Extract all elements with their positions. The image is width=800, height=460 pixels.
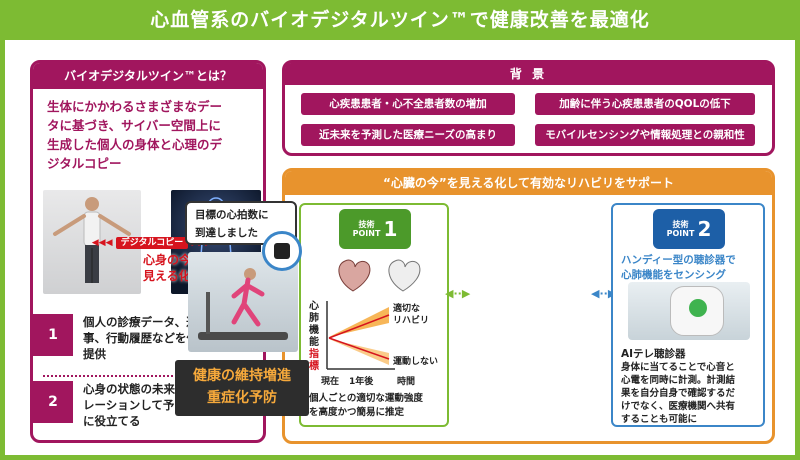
background-item: 加齢に伴う心疾患患者のQOLの低下 [535,93,755,115]
bio-digital-twin-panel: バイオデジタルツイン™とは？ 生体にかかわるさまざまなデー タに基づき、サイバー… [30,60,266,443]
y-axis-label: 心 肺 機 能 指 標 [309,301,319,372]
background-item: 近未来を予測した医療ニーズの高まり [301,124,515,146]
background-panel: 背 景 心疾患患者・心不全患者数の増加 加齢に伴う心疾患患者のQOLの低下 近未… [282,60,775,156]
stethoscope-device [628,282,750,340]
smartwatch-icon [262,231,302,271]
twin-definition: 生体にかかわるさまざまなデー タに基づき、サイバー空間上に 生成した個人の身体と… [47,99,223,171]
device-description: 身体に当てることで心音と 心電を同時に計測。計測結 果を自分自身で確認するだ け… [621,362,736,425]
item-number: 2 [33,381,73,423]
point1-badge: 技術 POINT 1 [339,209,411,249]
panel-heading: “心臓の今”を見える化して有効なリハビリをサポート [285,171,772,195]
panel-heading: 背 景 [285,63,772,85]
point2-badge: 技術 POINT 2 [653,209,725,249]
background-item: 心疾患患者・心不全患者数の増加 [301,93,515,115]
x-tick: 1年後 [349,377,374,387]
panel-heading: バイオデジタルツイン™とは？ [33,63,263,89]
background-item: モバイルセンシングや情報処理との親和性 [535,124,755,146]
point2-lead: ハンディー型の聴診器で 心肺機能をセンシング [621,254,736,281]
connector-arrow: ◀··▶ [591,287,617,300]
page-title: 心血管系のバイオデジタルツイン™で健康改善を最適化 [0,0,800,40]
heart-icon [338,259,421,292]
point1-box: 技術 POINT 1 心 肺 機 能 指 標 適切な リハビリ [299,203,449,427]
device-label: AIテレ聴診器 [621,348,686,360]
divider [43,375,253,377]
x-tick: 時間 [397,377,416,387]
x-tick: 現在 [321,377,340,387]
status-light-icon [689,299,707,317]
outcome-box: 健康の維持増進 重症化予防 [175,360,309,416]
line-label-good: 適切な リハビリ [393,304,430,326]
item-number: 1 [33,314,73,356]
line-label-none: 運動しない [393,357,439,367]
connector-arrow: ◀··▶ [445,287,471,300]
list-item: 1 個人の診療データ、運動や食 事、行動履歴などを任意に 提供 [33,314,263,362]
prediction-chart [326,301,395,370]
point1-caption: 個人ごとの適切な運動強度 を高度かつ簡易に推定 [309,393,423,418]
